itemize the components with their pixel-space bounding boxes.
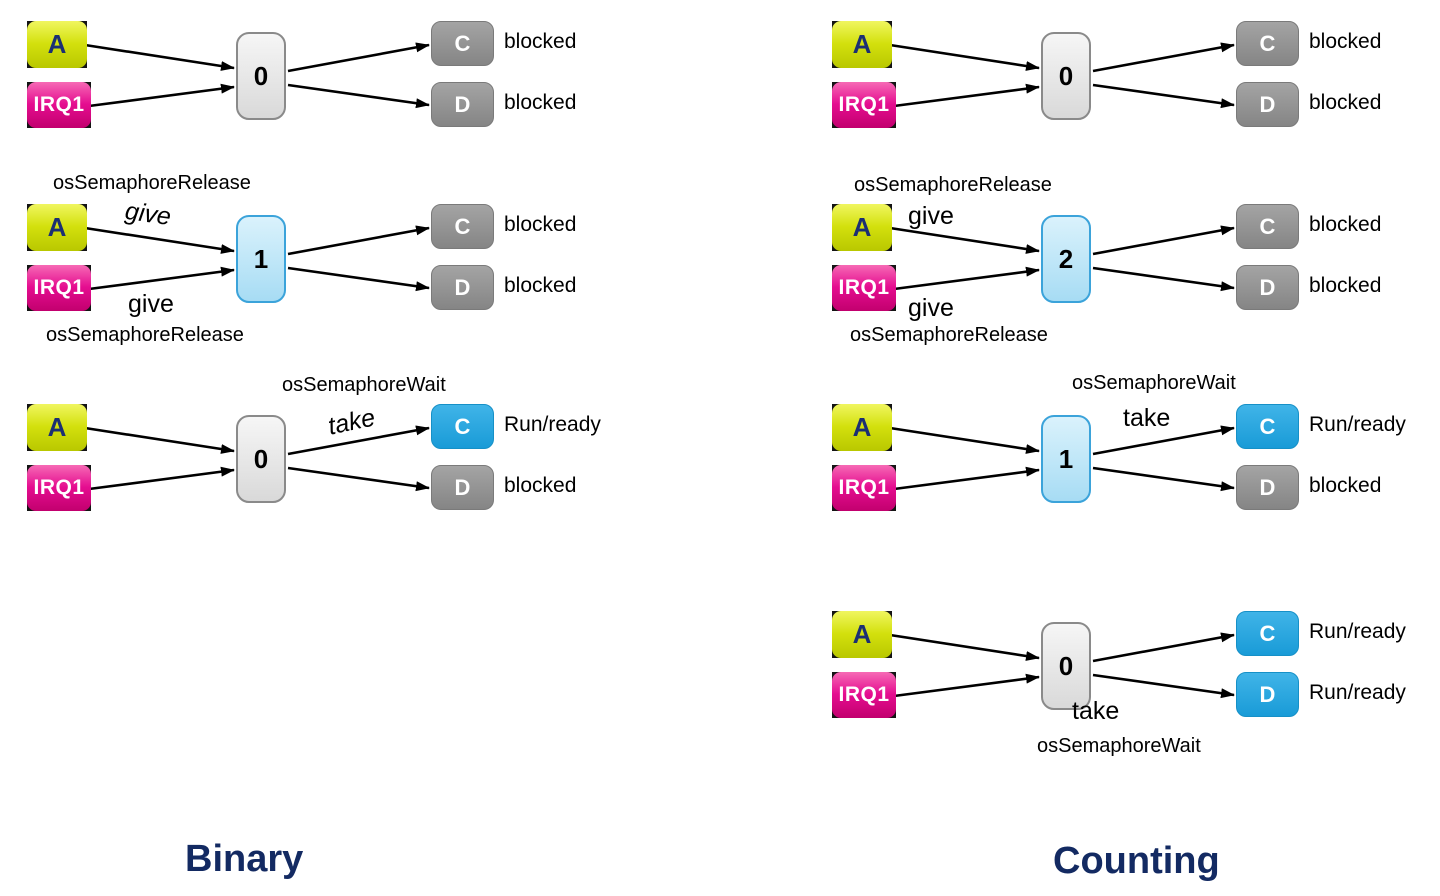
task-box-a-face: A bbox=[27, 204, 87, 251]
task-box-irq1: IRQ1 bbox=[832, 465, 896, 511]
task-box-c: C bbox=[1236, 404, 1299, 449]
action-label: take bbox=[1072, 697, 1120, 725]
semaphore-counter: 1 bbox=[1041, 415, 1091, 503]
task-box-irq1: IRQ1 bbox=[832, 672, 896, 718]
task-box-a-face: A bbox=[832, 204, 892, 251]
task-box-c: C bbox=[1236, 21, 1299, 66]
task-box-c: C bbox=[1236, 611, 1299, 656]
counting-column-title: Counting bbox=[1053, 840, 1220, 882]
task-box-d: D bbox=[1236, 465, 1299, 510]
status-label-d: blocked bbox=[504, 91, 577, 114]
task-box-d: D bbox=[431, 82, 494, 127]
task-box-a-face: A bbox=[27, 404, 87, 451]
task-box-a: A bbox=[832, 404, 892, 451]
action-label: give bbox=[908, 294, 954, 322]
api-call-label: osSemaphoreRelease bbox=[53, 172, 251, 194]
action-label: give bbox=[123, 196, 173, 232]
task-box-irq1-face: IRQ1 bbox=[832, 465, 896, 511]
semaphore-counter: 0 bbox=[236, 415, 286, 503]
status-label-c: blocked bbox=[504, 30, 577, 53]
binary-column-title: Binary bbox=[185, 838, 304, 880]
task-box-d: D bbox=[1236, 265, 1299, 310]
task-box-a-face: A bbox=[832, 404, 892, 451]
status-label-d: blocked bbox=[1309, 91, 1382, 114]
task-box-a: A bbox=[832, 204, 892, 251]
task-box-irq1: IRQ1 bbox=[27, 82, 91, 128]
status-label-d: blocked bbox=[1309, 474, 1382, 497]
task-box-irq1: IRQ1 bbox=[832, 265, 896, 311]
task-box-c: C bbox=[431, 204, 494, 249]
task-box-a: A bbox=[832, 611, 892, 658]
task-box-irq1: IRQ1 bbox=[27, 465, 91, 511]
status-label-c: Run/ready bbox=[504, 413, 601, 436]
task-box-a: A bbox=[27, 404, 87, 451]
status-label-c: Run/ready bbox=[1309, 620, 1406, 643]
status-label-d: Run/ready bbox=[1309, 681, 1406, 704]
semaphore-counter: 1 bbox=[236, 215, 286, 303]
status-label-d: blocked bbox=[504, 474, 577, 497]
task-box-c: C bbox=[431, 21, 494, 66]
api-call-label: osSemaphoreRelease bbox=[850, 324, 1048, 346]
task-box-irq1-face: IRQ1 bbox=[27, 265, 91, 311]
status-label-d: blocked bbox=[504, 274, 577, 297]
task-box-a-face: A bbox=[832, 21, 892, 68]
semaphore-counter: 2 bbox=[1041, 215, 1091, 303]
status-label-c: Run/ready bbox=[1309, 413, 1406, 436]
semaphore-counter: 0 bbox=[236, 32, 286, 120]
api-call-label: osSemaphoreWait bbox=[282, 374, 446, 396]
task-box-irq1: IRQ1 bbox=[832, 82, 896, 128]
status-label-c: blocked bbox=[1309, 213, 1382, 236]
action-label: take bbox=[325, 403, 378, 441]
task-box-irq1-face: IRQ1 bbox=[832, 265, 896, 311]
action-label: take bbox=[1123, 404, 1171, 432]
task-box-a: A bbox=[27, 21, 87, 68]
task-box-a: A bbox=[27, 204, 87, 251]
api-call-label: osSemaphoreWait bbox=[1037, 735, 1201, 757]
task-box-irq1: IRQ1 bbox=[27, 265, 91, 311]
task-box-irq1-face: IRQ1 bbox=[832, 82, 896, 128]
status-label-c: blocked bbox=[1309, 30, 1382, 53]
api-call-label: osSemaphoreRelease bbox=[854, 174, 1052, 196]
task-box-d: D bbox=[431, 465, 494, 510]
api-call-label: osSemaphoreWait bbox=[1072, 372, 1236, 394]
task-box-irq1-face: IRQ1 bbox=[27, 82, 91, 128]
task-box-c: C bbox=[1236, 204, 1299, 249]
task-box-irq1-face: IRQ1 bbox=[832, 672, 896, 718]
task-box-d: D bbox=[1236, 82, 1299, 127]
task-box-a: A bbox=[832, 21, 892, 68]
task-box-c: C bbox=[431, 404, 494, 449]
task-box-d: D bbox=[1236, 672, 1299, 717]
semaphore-counter: 0 bbox=[1041, 32, 1091, 120]
task-box-d: D bbox=[431, 265, 494, 310]
action-label: give bbox=[128, 290, 174, 318]
action-label: give bbox=[908, 202, 954, 230]
task-box-irq1-face: IRQ1 bbox=[27, 465, 91, 511]
task-box-a-face: A bbox=[27, 21, 87, 68]
task-box-a-face: A bbox=[832, 611, 892, 658]
status-label-d: blocked bbox=[1309, 274, 1382, 297]
semaphore-counter: 0 bbox=[1041, 622, 1091, 710]
api-call-label: osSemaphoreRelease bbox=[46, 324, 244, 346]
status-label-c: blocked bbox=[504, 213, 577, 236]
